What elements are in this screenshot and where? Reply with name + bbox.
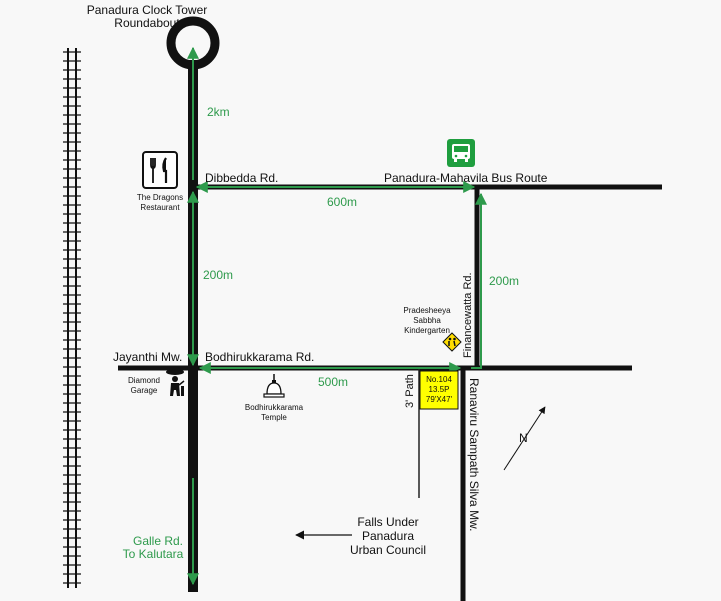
galle-road-label-line2: To Kalutara [123,547,184,561]
garage-label-line1: Diamond [128,376,160,385]
bus-icon [447,139,475,167]
north-arrow-icon [503,406,546,471]
plot-number: No.104 [426,375,452,384]
restaurant-label-line2: Restaurant [140,203,180,212]
property-plot [419,370,459,410]
distance-to-roundabout: 2km [207,105,230,119]
plot-extent: 13.5P [429,385,450,394]
distance-bodhirukkarama: 500m [318,375,348,389]
council-note-line1: Falls Under [357,515,418,529]
distance-main-segment: 200m [203,268,233,282]
three-foot-path-label: 3' Path [404,374,416,408]
distance-financewatta: 200m [489,274,519,288]
temple-label-line2: Temple [261,413,287,422]
fork-knife-icon [142,151,178,189]
kindergarten-label-line2: Sabbha [413,316,441,325]
route-lines [187,46,487,586]
roundabout-label-line1: Panadura Clock Tower [87,3,208,17]
dibbedda-road-label: Dibbedda Rd. [205,171,278,185]
galle-road-label-line1: Galle Rd. [133,534,183,548]
stupa-icon [263,374,285,398]
financewatta-road-label: Financewatta Rd. [462,272,474,358]
temple-label-line1: Bodhirukkarama [245,403,304,412]
bodhirukkarama-road-label: Bodhirukkarama Rd. [205,350,314,364]
railway-track [63,48,81,588]
north-label: N [519,431,528,445]
garage-label-line2: Garage [131,386,158,395]
kindergarten-label-line1: Pradesheeya [403,306,451,315]
school-crossing-icon [442,332,462,352]
council-note-line2: Panadura [362,529,414,543]
council-note-line3: Urban Council [350,543,426,557]
distance-dibbedda: 600m [327,195,357,209]
mechanic-icon [166,369,185,396]
jayanthi-mw-label: Jayanthi Mw. [113,350,182,364]
kindergarten-label-line3: Kindergarten [404,326,450,335]
restaurant-label-line1: The Dragons [137,193,183,202]
plot-dimensions: 79'X47' [426,395,453,404]
route-financewatta [471,192,487,369]
bus-route-label: Panadura-Mahavila Bus Route [384,171,548,185]
roundabout-label-line2: Roundabout [114,16,180,30]
ranaviru-road-label: Ranaviru Sampath Silva Mw. [467,378,481,531]
